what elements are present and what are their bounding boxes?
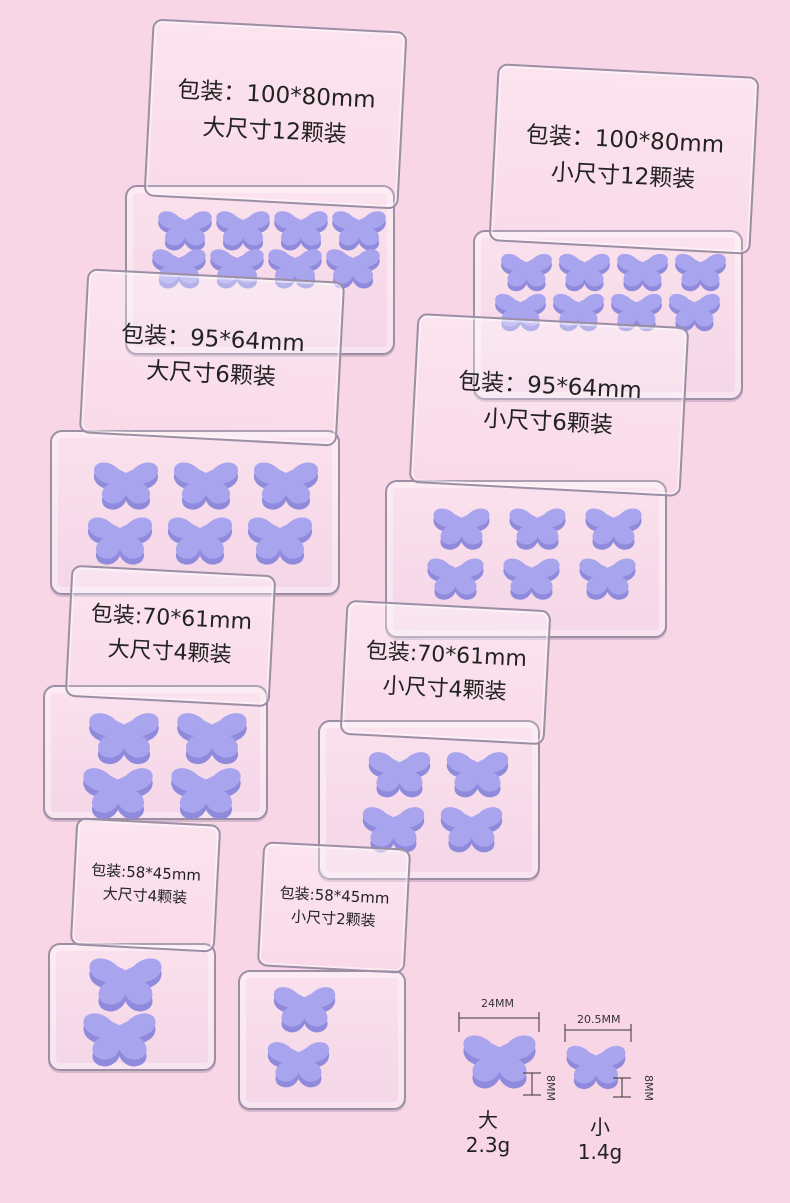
butterfly-icon bbox=[274, 211, 328, 251]
butterfly-icon bbox=[368, 752, 431, 798]
package-large-4: 包装:70*61mm 大尺寸4颗装 bbox=[40, 564, 277, 825]
butterfly-icon bbox=[158, 211, 212, 251]
butterfly-icon bbox=[559, 253, 610, 292]
butterfly-group bbox=[427, 508, 642, 600]
butterfly-icon bbox=[427, 558, 484, 600]
butterfly-group bbox=[152, 211, 386, 289]
butterfly-group bbox=[83, 958, 162, 1067]
large-size-name: 大 bbox=[478, 1108, 498, 1132]
case-lid: 包装:70*61mm 小尺寸4颗装 bbox=[339, 599, 552, 746]
butterfly-icon bbox=[273, 987, 336, 1033]
package-small-4: 包装:70*61mm 小尺寸4颗装 bbox=[315, 599, 552, 885]
butterfly-icon bbox=[585, 508, 642, 550]
butterfly-icon bbox=[247, 517, 313, 565]
butterfly-icon bbox=[495, 293, 546, 332]
butterfly-icon bbox=[669, 293, 720, 332]
butterfly-icon bbox=[332, 211, 386, 251]
large-width-label: 24MM bbox=[481, 997, 514, 1010]
butterfly-icon bbox=[173, 462, 239, 510]
small-width-label: 20.5MM bbox=[577, 1013, 621, 1026]
butterfly-icon bbox=[675, 253, 726, 292]
butterfly-icon bbox=[503, 558, 560, 600]
butterfly-icon bbox=[617, 253, 668, 292]
case-lid: 包装:58*45mm 大尺寸4颗装 bbox=[69, 817, 222, 953]
package-large-12: 包装：100*80mm 大尺寸12颗装 bbox=[120, 18, 408, 355]
butterfly-icon bbox=[152, 249, 206, 289]
case-tray bbox=[318, 720, 540, 880]
butterfly-icons bbox=[87, 462, 319, 565]
butterfly-icons bbox=[495, 253, 726, 332]
butterfly-icon bbox=[501, 253, 552, 292]
butterfly-icon bbox=[253, 462, 319, 510]
butterfly-icon bbox=[579, 558, 636, 600]
butterfly-icon bbox=[509, 508, 566, 550]
butterfly-icon bbox=[446, 752, 509, 798]
butterfly-icon bbox=[177, 713, 247, 765]
butterfly-group bbox=[83, 713, 247, 820]
butterfly-group bbox=[362, 752, 509, 853]
small-width-dimension bbox=[564, 1024, 632, 1042]
large-height-dimension bbox=[523, 1072, 541, 1096]
butterfly-icon bbox=[93, 462, 159, 510]
package-large-6: 包装：95*64mm 大尺寸6颗装 bbox=[45, 268, 346, 600]
large-height-label: 8MM bbox=[544, 1075, 557, 1101]
butterfly-icons bbox=[152, 211, 386, 289]
butterfly-icons bbox=[427, 508, 642, 600]
large-size-caption: 大 2.3g bbox=[453, 1108, 523, 1158]
package-small-12: 包装：100*80mm 小尺寸12颗装 bbox=[468, 63, 760, 405]
butterfly-icon bbox=[83, 1013, 156, 1067]
case-lid: 包装：100*80mm 大尺寸12颗装 bbox=[143, 18, 408, 210]
butterfly-icons bbox=[267, 987, 336, 1088]
butterfly-icon bbox=[216, 211, 270, 251]
case-lid: 包装：95*64mm 大尺寸6颗装 bbox=[78, 268, 346, 447]
butterfly-icon bbox=[440, 807, 503, 853]
butterfly-icon bbox=[326, 249, 380, 289]
case-tray bbox=[385, 480, 667, 638]
butterfly-icon bbox=[433, 508, 490, 550]
butterfly-icon bbox=[566, 1045, 626, 1090]
case-tray bbox=[50, 430, 340, 595]
small-butterfly-icon bbox=[566, 1045, 626, 1090]
butterfly-group bbox=[87, 462, 319, 565]
butterfly-icon bbox=[267, 1042, 330, 1088]
small-height-label: 8MM bbox=[642, 1075, 655, 1101]
butterfly-group bbox=[267, 987, 336, 1088]
butterfly-icon bbox=[87, 517, 153, 565]
small-weight: 1.4g bbox=[577, 1140, 623, 1164]
size-chart: 24MM 20.5MM 8MM 8MM 大 2.3g 小 1.4g bbox=[445, 985, 675, 1190]
butterfly-icons bbox=[362, 752, 509, 853]
butterfly-icons bbox=[83, 713, 247, 820]
butterfly-icon bbox=[611, 293, 662, 332]
package-small-2: 包装:58*45mm 小尺寸2颗装 bbox=[235, 841, 415, 1115]
large-butterfly-icon bbox=[463, 1035, 536, 1089]
butterfly-icon bbox=[362, 807, 425, 853]
butterfly-icon bbox=[89, 713, 159, 765]
butterfly-icon bbox=[89, 958, 162, 1012]
case-lid: 包装:58*45mm 小尺寸2颗装 bbox=[256, 841, 412, 974]
small-size-caption: 小 1.4g bbox=[565, 1115, 635, 1165]
butterfly-icon bbox=[463, 1035, 536, 1089]
butterfly-icon bbox=[171, 768, 241, 820]
package-large-4-mini: 包装:58*45mm 大尺寸4颗装 bbox=[45, 815, 225, 1075]
large-width-dimension bbox=[458, 1012, 540, 1032]
case-lid: 包装：95*64mm 小尺寸6颗装 bbox=[408, 312, 690, 498]
butterfly-icon bbox=[83, 768, 153, 820]
size-diagram bbox=[458, 1012, 632, 1098]
butterfly-icon bbox=[553, 293, 604, 332]
butterfly-icon bbox=[167, 517, 233, 565]
butterfly-icon bbox=[268, 249, 322, 289]
butterfly-icon bbox=[210, 249, 264, 289]
butterfly-icons bbox=[83, 958, 162, 1067]
butterfly-group bbox=[495, 253, 726, 332]
case-lid: 包装:70*61mm 大尺寸4颗装 bbox=[64, 564, 277, 708]
large-weight: 2.3g bbox=[465, 1133, 511, 1157]
small-size-name: 小 bbox=[590, 1115, 610, 1139]
small-height-dimension bbox=[613, 1077, 631, 1098]
package-small-6: 包装：95*64mm 小尺寸6颗装 bbox=[380, 312, 690, 642]
case-lid: 包装：100*80mm 小尺寸12颗装 bbox=[488, 63, 760, 255]
